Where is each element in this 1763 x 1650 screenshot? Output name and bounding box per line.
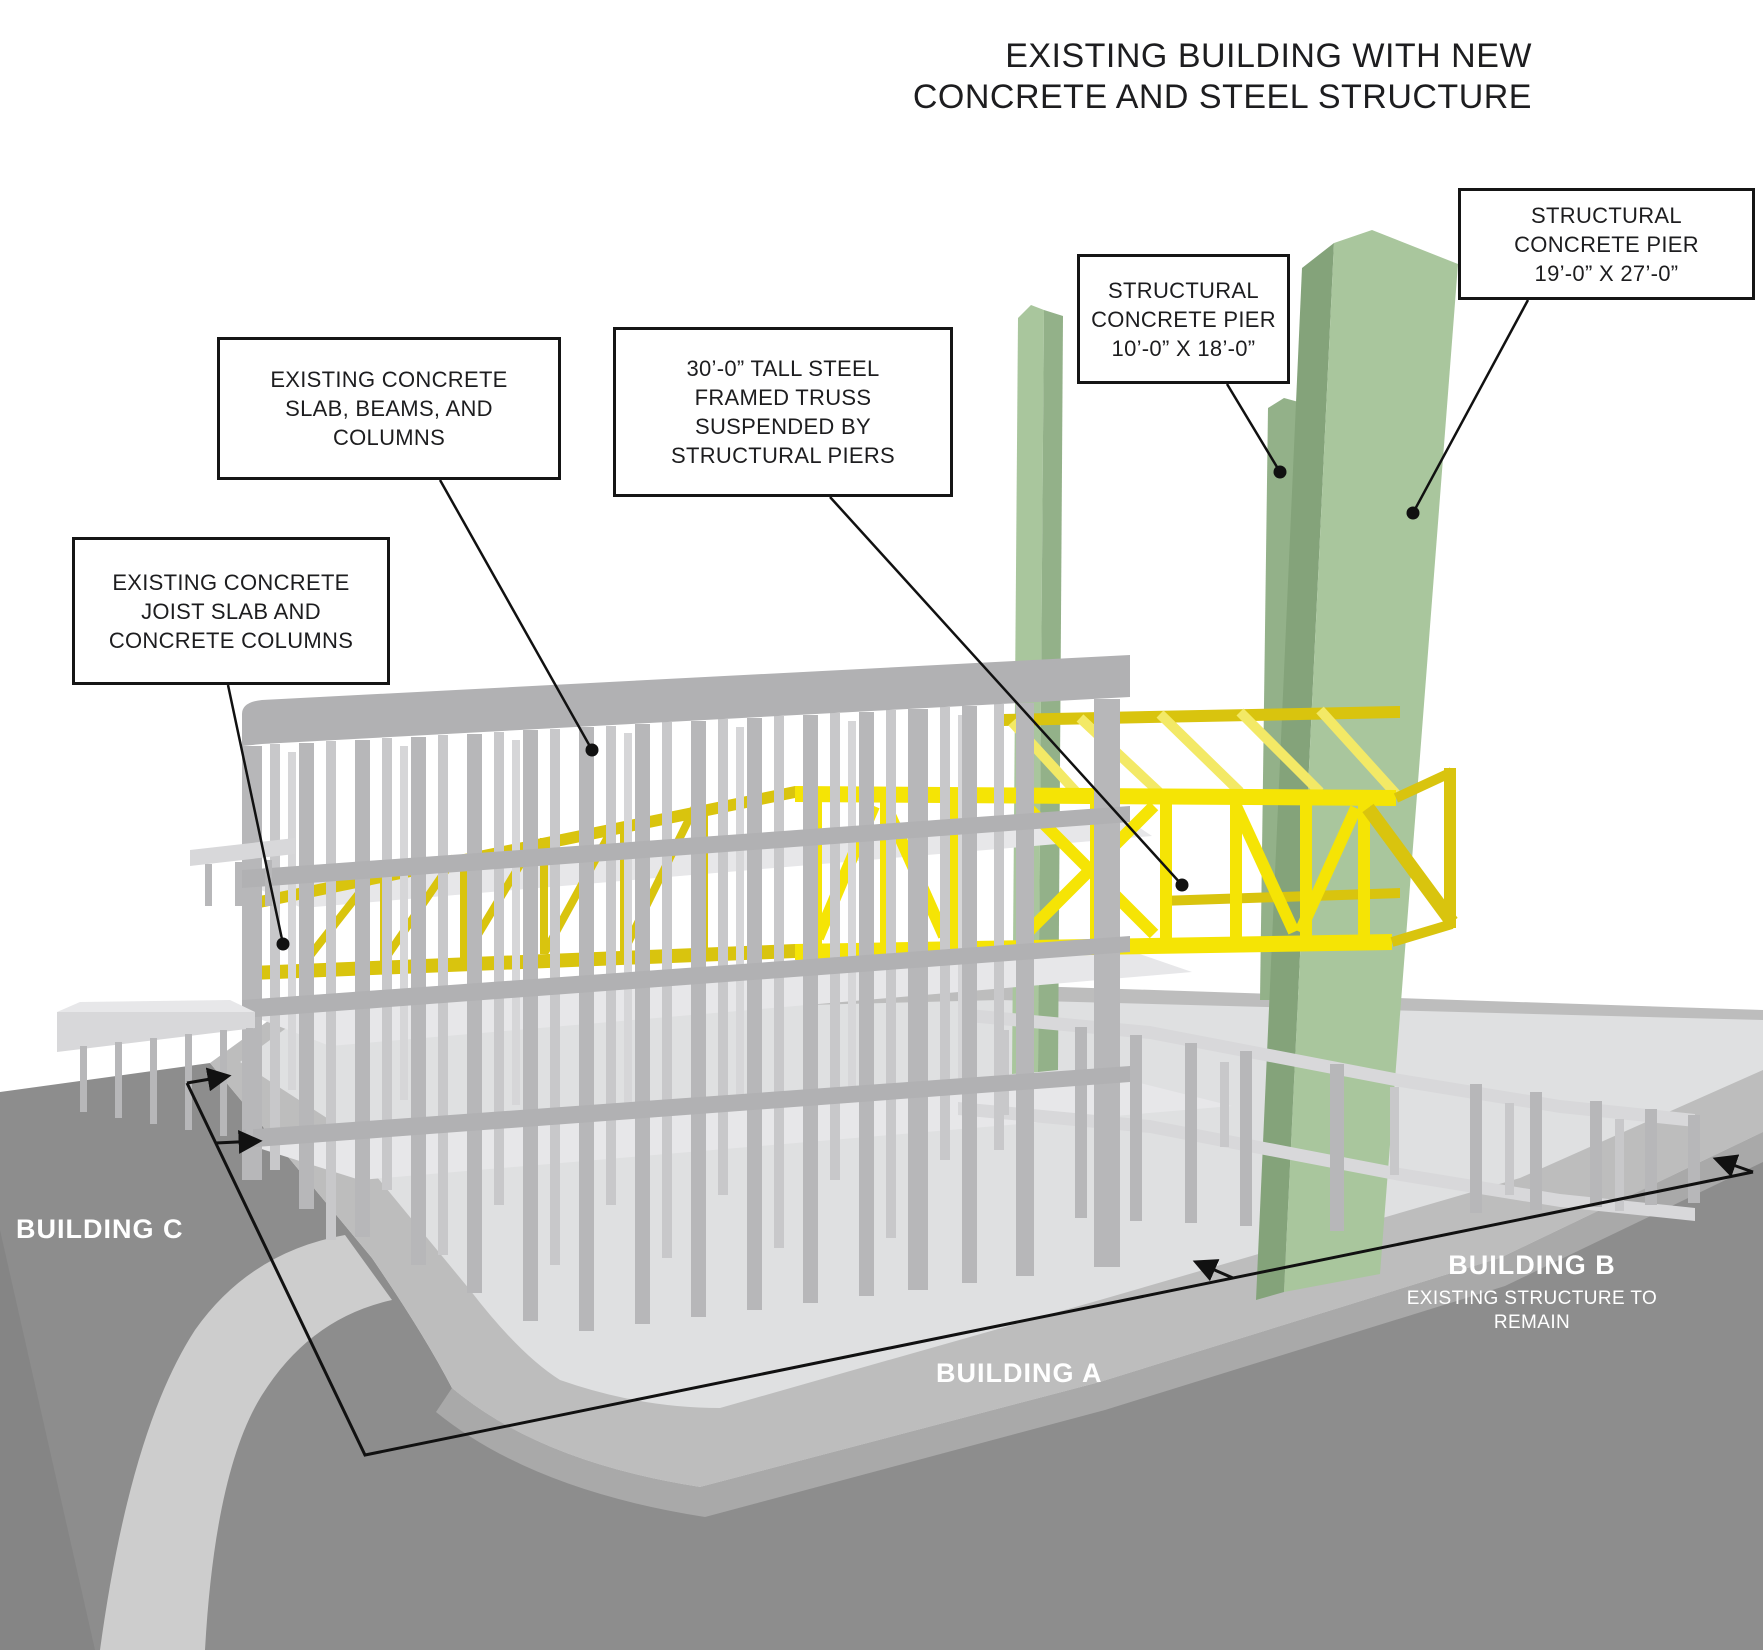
- callout-line: STRUCTURAL PIERS: [670, 443, 895, 468]
- building-a-beams: [242, 655, 1130, 1148]
- callout-line: FRAMED TRUSS: [694, 385, 872, 410]
- callout-line: CONCRETE COLUMNS: [108, 627, 354, 653]
- page-title-line1: EXISTING BUILDING WITH NEW: [1005, 37, 1532, 75]
- callout-structural-pier-small: STRUCTURAL CONCRETE PIER 10’-0” X 18’-0”: [1077, 254, 1290, 384]
- callout-line: 30’-0” TALL STEEL: [686, 356, 880, 381]
- callout-line: EXISTING CONCRETE: [112, 569, 350, 595]
- callout-line: 10’-0” X 18’-0”: [1111, 335, 1256, 361]
- callout-line: CONCRETE PIER: [1514, 231, 1699, 257]
- building-a-columns: [242, 699, 1120, 1331]
- building-b-sublabel-line1: EXISTING STRUCTURE TO: [1406, 1288, 1658, 1309]
- zone-boundary-lines: [185, 1067, 1754, 1457]
- callout-line: CONCRETE PIER: [1091, 306, 1276, 332]
- curb-face: [436, 1132, 1763, 1517]
- callout-line: COLUMNS: [332, 425, 446, 450]
- building-b-roof-slab: [958, 1008, 1695, 1127]
- steel-truss-end: [1362, 767, 1458, 947]
- callout-line: STRUCTURAL: [1531, 202, 1682, 228]
- page-title: EXISTING BUILDING WITH NEW CONCRETE AND …: [900, 36, 1532, 118]
- building-a-frame: [57, 655, 1130, 1331]
- callout-existing-slab-beams-columns: EXISTING CONCRETE SLAB, BEAMS, AND COLUM…: [217, 337, 561, 480]
- building-b-sublabel: EXISTING STRUCTURE TO REMAIN: [1382, 1287, 1682, 1335]
- street-surface: [0, 1063, 1763, 1650]
- building-b-frame: [958, 1008, 1700, 1231]
- callout-line: EXISTING CONCRETE: [270, 367, 508, 392]
- driveway-apron: [100, 1235, 392, 1650]
- callout-leader-lines: [226, 299, 1530, 951]
- callout-steel-framed-truss: 30’-0” TALL STEEL FRAMED TRUSS SUSPENDED…: [613, 327, 953, 497]
- callout-line: JOIST SLAB AND: [141, 598, 321, 624]
- building-c-label: BUILDING C: [16, 1214, 184, 1244]
- building-b-sublabel-line2: REMAIN: [1493, 1312, 1571, 1333]
- street-surface-dark: [0, 1230, 95, 1650]
- building-a-roof-band: [242, 655, 1130, 746]
- callout-line: SLAB, BEAMS, AND: [285, 396, 493, 421]
- building-b-label-group: BUILDING B EXISTING STRUCTURE TO REMAIN: [1382, 1250, 1682, 1335]
- callout-line: 19’-0” X 27’-0”: [1534, 260, 1679, 286]
- callout-line: SUSPENDED BY: [695, 414, 871, 439]
- page-title-line2: CONCRETE AND STEEL STRUCTURE: [912, 78, 1532, 116]
- building-b-label: BUILDING B: [1448, 1250, 1616, 1280]
- building-a-interior-columns: [270, 704, 1004, 1265]
- callout-existing-joist-slab: EXISTING CONCRETE JOIST SLAB AND CONCRET…: [72, 537, 390, 685]
- building-a-label: BUILDING A: [936, 1358, 1103, 1388]
- callout-structural-pier-large: STRUCTURAL CONCRETE PIER 19’-0” X 27’-0”: [1458, 188, 1755, 300]
- callout-line: STRUCTURAL: [1108, 277, 1259, 303]
